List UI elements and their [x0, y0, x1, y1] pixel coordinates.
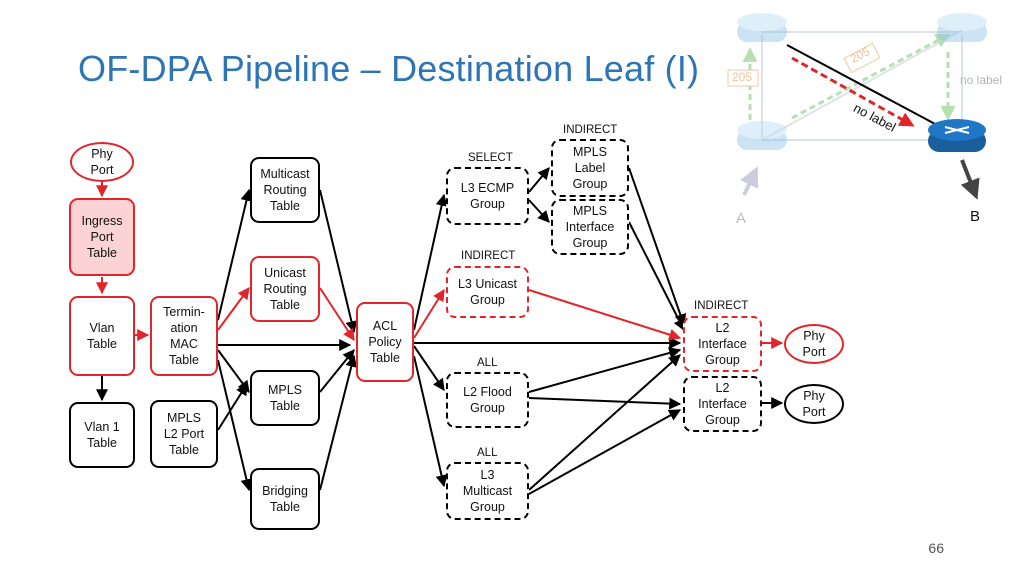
router-icon — [737, 13, 787, 42]
l3-ecmp-group: L3 ECMP Group — [446, 167, 529, 225]
ingress-port-table: Ingress Port Table — [69, 198, 135, 276]
termination-mac-table: Termin- ation MAC Table — [150, 296, 218, 376]
all-type-label: ALL — [477, 357, 498, 369]
phy-port-egress-highlighted: Phy Port — [784, 324, 844, 364]
router-icon — [937, 13, 987, 42]
multicast-routing-table: Multicast Routing Table — [250, 157, 320, 223]
l2-interface-group: L2 Interface Group — [683, 376, 762, 432]
topology-inset: 205 205 no label no label A B — [722, 0, 1024, 232]
vlan-1-table: Vlan 1 Table — [69, 402, 135, 468]
page-number: 66 — [928, 540, 944, 556]
label-b: B — [970, 208, 981, 225]
l2-flood-group: L2 Flood Group — [446, 372, 529, 428]
label-a: A — [736, 210, 747, 227]
mpls-table: MPLS Table — [250, 370, 320, 426]
l3-unicast-group: L3 Unicast Group — [446, 266, 529, 318]
indirect-type-label: INDIRECT — [563, 124, 618, 136]
mpls-l2-port-table: MPLS L2 Port Table — [150, 400, 218, 468]
l2-interface-group-highlighted: L2 Interface Group — [683, 316, 762, 372]
router-icon — [737, 121, 787, 150]
router-icon — [928, 119, 986, 152]
all-type-label: ALL — [477, 447, 498, 459]
label-no-label-right: no label — [960, 73, 1003, 87]
bridging-table: Bridging Table — [250, 468, 320, 530]
select-type-label: SELECT — [468, 152, 513, 164]
page-title: OF-DPA Pipeline – Destination Leaf (I) — [78, 48, 700, 89]
vlan-table: Vlan Table — [69, 296, 135, 376]
unicast-routing-table: Unicast Routing Table — [250, 256, 320, 322]
l3-multicast-group: L3 Multicast Group — [446, 462, 529, 520]
mpls-label-group: MPLS Label Group — [551, 139, 629, 197]
topology-graphic — [722, 0, 1024, 232]
indirect-type-label: INDIRECT — [461, 250, 516, 262]
acl-policy-table: ACL Policy Table — [356, 302, 414, 382]
phy-port-egress: Phy Port — [784, 384, 844, 424]
indirect-type-label: INDIRECT — [694, 300, 749, 312]
label-205-left: 205 — [732, 70, 753, 84]
phy-port-ingress: Phy Port — [70, 142, 134, 182]
mpls-interface-group: MPLS Interface Group — [551, 199, 629, 255]
